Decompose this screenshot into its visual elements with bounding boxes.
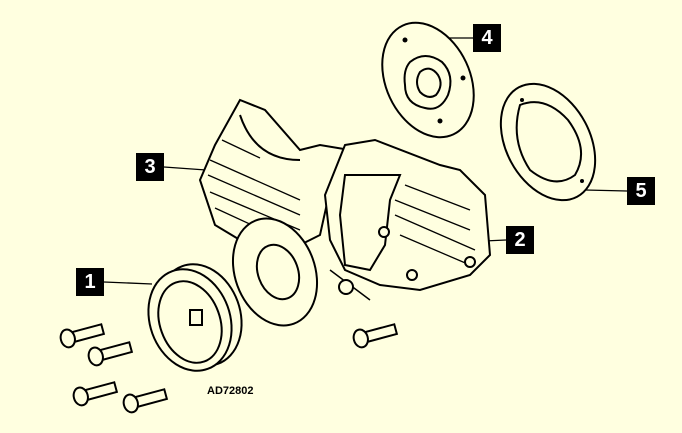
cover-plate-4	[381, 21, 475, 139]
gasket-5	[499, 82, 597, 202]
thrust-washer	[231, 217, 319, 327]
callout-4: 4	[473, 24, 501, 52]
reference-code: AD72802	[207, 385, 254, 397]
callout-1: 1	[76, 268, 104, 296]
bolts	[59, 323, 399, 414]
pulley-1	[147, 263, 243, 372]
callout-2: 2	[506, 226, 534, 254]
pump-housing-2	[323, 138, 492, 292]
callout-5: 5	[627, 177, 655, 205]
callout-3: 3	[136, 153, 164, 181]
